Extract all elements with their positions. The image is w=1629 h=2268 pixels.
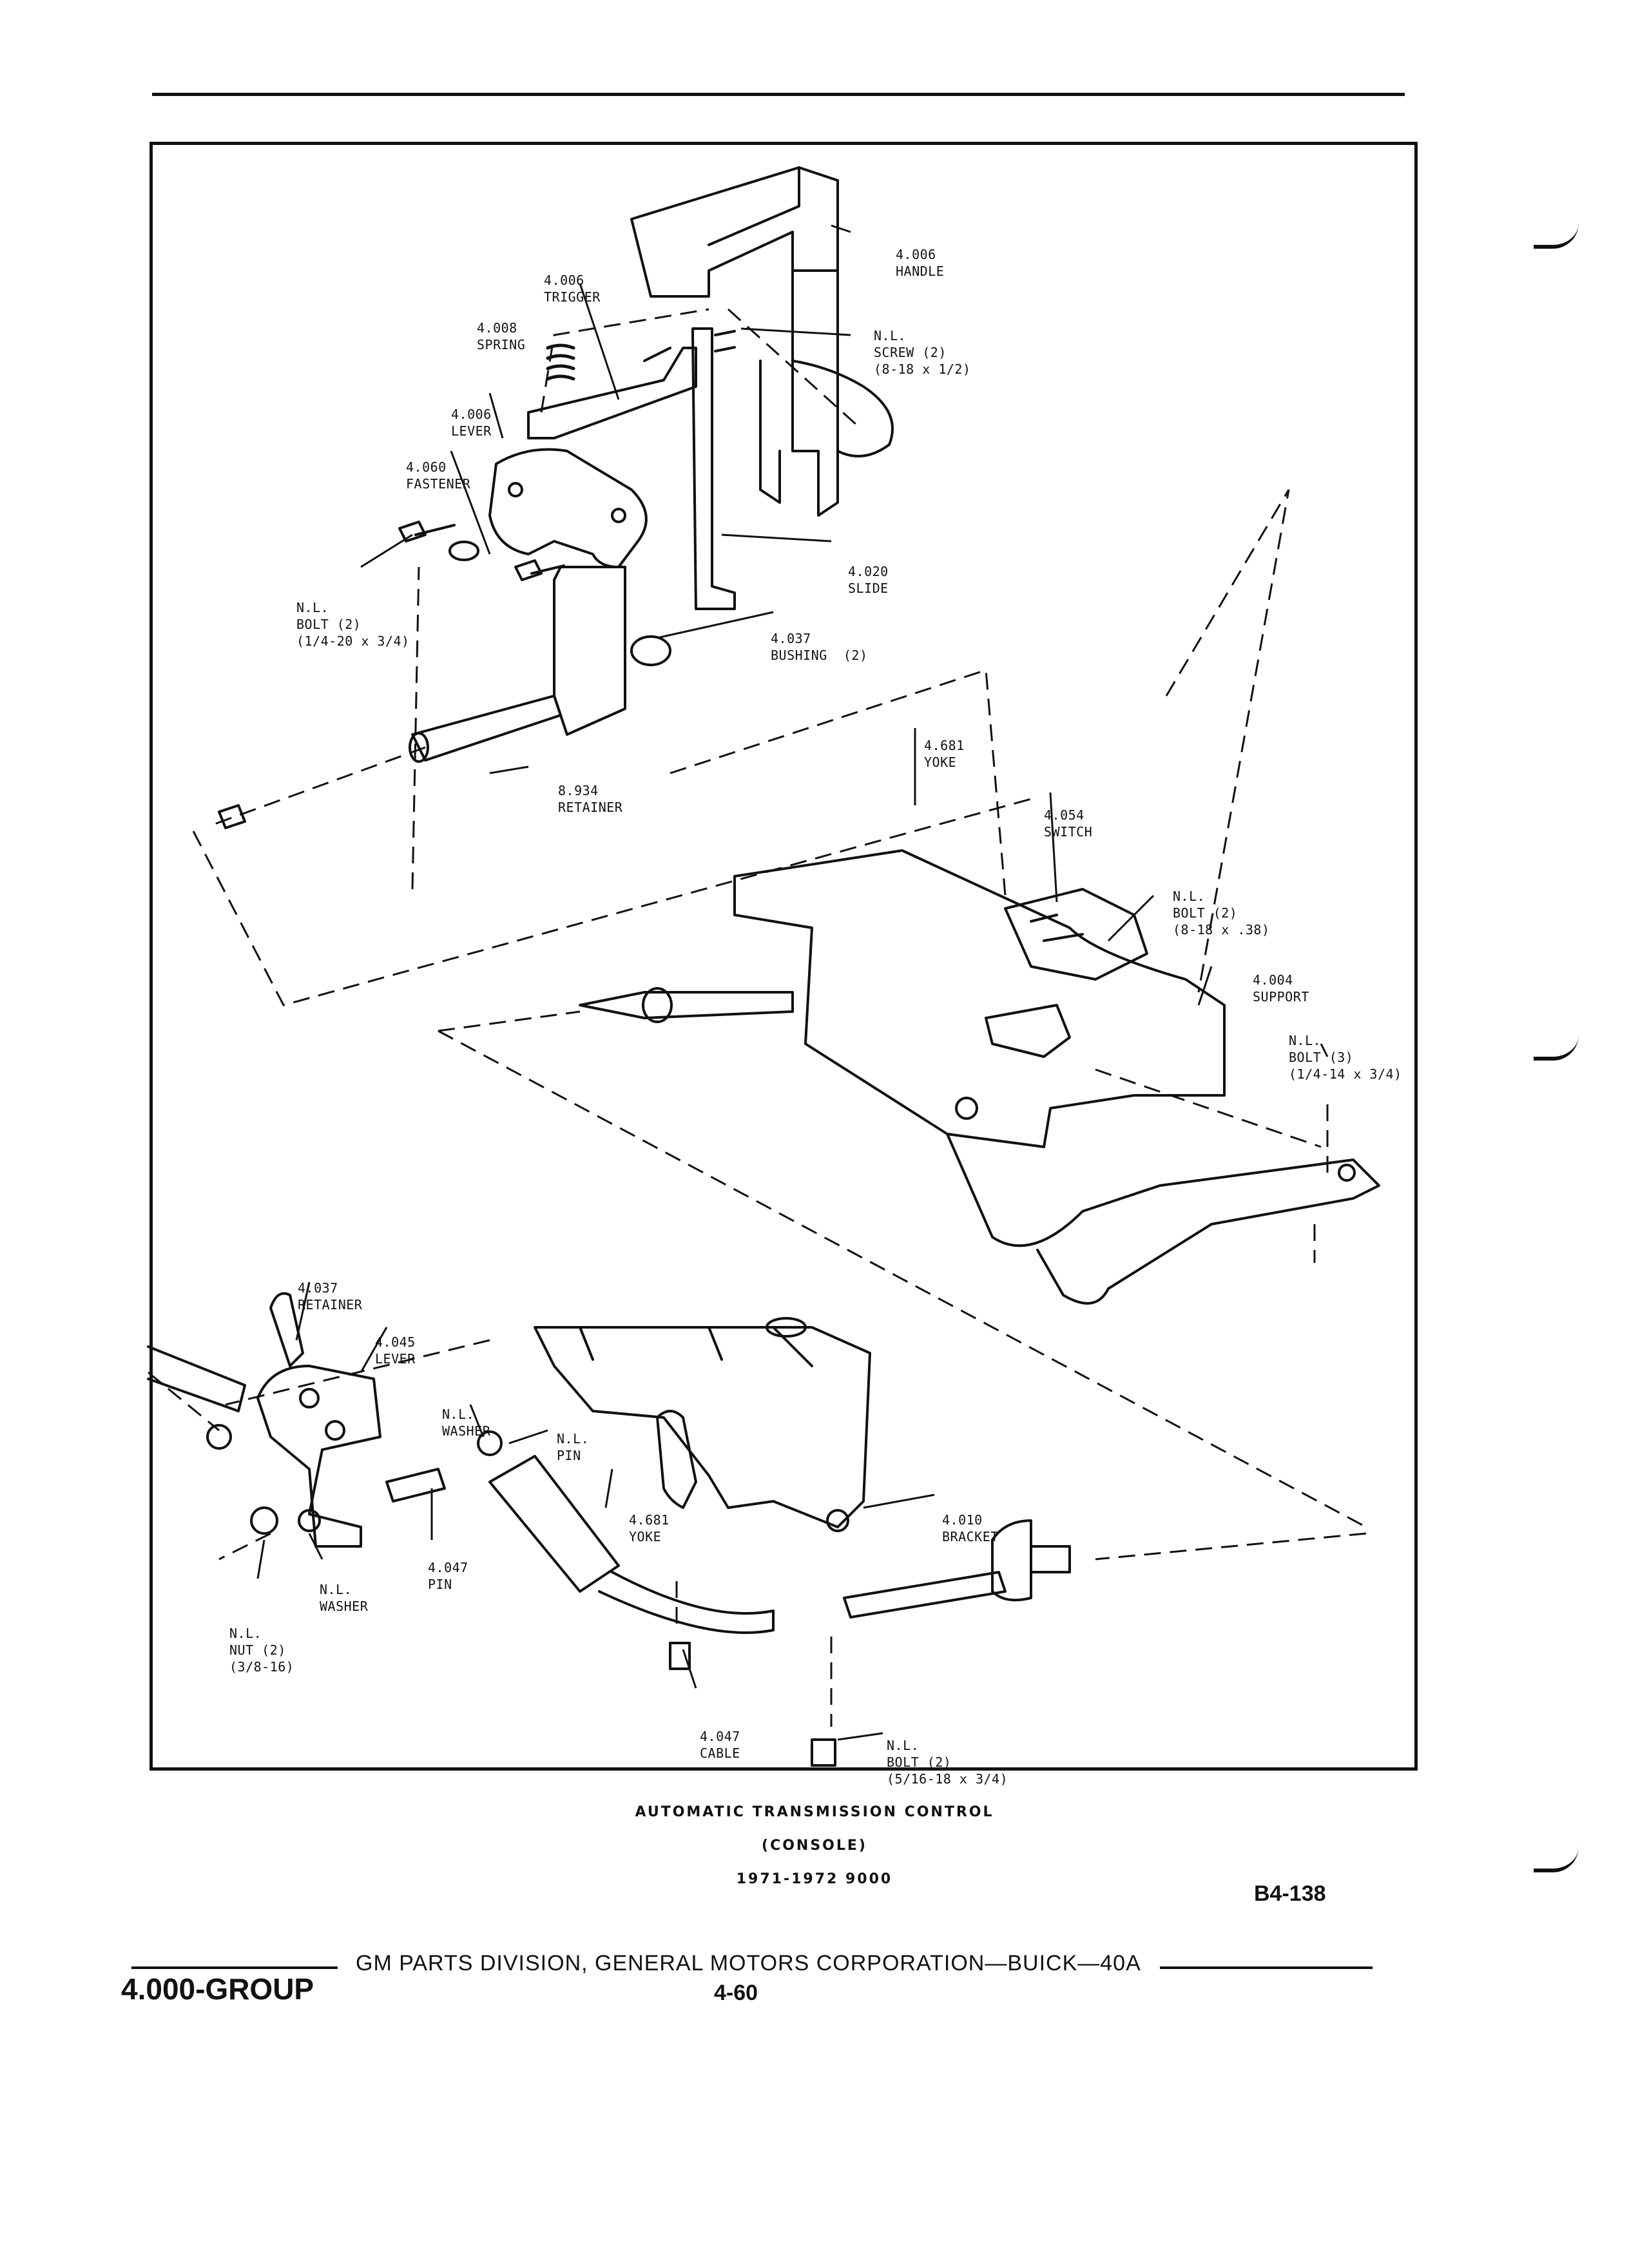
label-bolt-left: N.L.BOLT (2)(1/4-20 x 3/4) <box>296 600 410 649</box>
lever-lower-part <box>256 1365 381 1548</box>
figure-caption-title: AUTOMATIC TRANSMISSION CONTROL <box>635 1804 994 1820</box>
footer-rule-right <box>1160 1966 1373 1969</box>
bracket-lower-part <box>534 1317 871 1532</box>
page-tab-marker <box>1534 1843 1579 1872</box>
trigger-part <box>527 347 697 439</box>
footer-publisher: GM PARTS DIVISION, GENERAL MOTORS CORPOR… <box>356 1951 1141 1975</box>
top-rule <box>152 93 1405 96</box>
label-bolt-bottom: N.L.BOLT (2)(5/16-18 x 3/4) <box>887 1738 1008 1787</box>
cable-lower <box>147 1345 1071 1634</box>
label-bolt-support: N.L.BOLT (3)(1/4-14 x 3/4) <box>1289 1033 1402 1082</box>
figure-code: B4-138 <box>1254 1881 1326 1906</box>
handle-part <box>630 166 894 517</box>
footer-rule-left <box>131 1966 338 1969</box>
spring-part <box>546 343 575 381</box>
label-washer-top: N.L.WASHER <box>442 1407 491 1439</box>
label-screw: N.L.SCREW (2)(8-18 x 1/2) <box>874 328 971 377</box>
label-pin-nl: N.L.PIN <box>557 1431 590 1463</box>
figure-caption-subtitle: (CONSOLE) <box>762 1838 867 1854</box>
footer-page-number: 4-60 <box>714 1981 758 2005</box>
footer-group: 4.000-GROUP <box>121 1972 314 2006</box>
page-tab-marker <box>1534 1031 1579 1061</box>
lever-part <box>488 448 648 736</box>
small-fasteners <box>218 330 736 829</box>
diagram-frame <box>149 142 1418 1771</box>
label-washer-bottom: N.L.WASHER <box>320 1582 369 1614</box>
slide-part <box>691 327 736 610</box>
switch-part <box>985 888 1148 1058</box>
figure-caption-years: 1971-1972 9000 <box>736 1871 893 1887</box>
cable-upper <box>579 987 794 1023</box>
shaft-part <box>409 695 562 763</box>
page-tab-marker <box>1534 219 1579 249</box>
label-bolt-switch: N.L.BOLT (2)(8-18 x .38) <box>1173 889 1270 937</box>
label-nut: N.L.NUT (2)(3/8-16) <box>229 1626 294 1675</box>
support-part <box>733 849 1380 1305</box>
lower-fasteners <box>206 1292 836 1767</box>
